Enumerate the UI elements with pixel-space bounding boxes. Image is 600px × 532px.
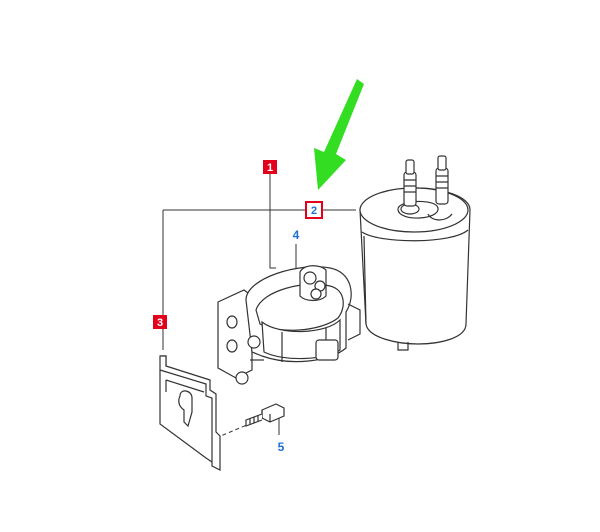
part-number-5[interactable]: 5 — [278, 440, 285, 454]
part-number-4[interactable]: 4 — [293, 228, 300, 242]
callout-2-label: 2 — [311, 205, 317, 217]
clamp-bracket — [217, 265, 361, 385]
green-arrow-icon — [314, 79, 364, 190]
mounting-plate — [159, 355, 221, 471]
callout-1-label: 1 — [267, 162, 273, 174]
callout-3[interactable]: 3 — [153, 315, 167, 329]
callout-3-label: 3 — [157, 317, 163, 329]
callout-2[interactable]: 2 — [305, 201, 323, 219]
callout-2-box — [305, 201, 323, 219]
leader-line-1 — [269, 172, 276, 269]
callout-3-box — [153, 315, 167, 329]
leader-lines — [162, 172, 356, 439]
fuel-filter — [359, 155, 471, 351]
callout-1-box — [263, 160, 277, 174]
leader-line-bolt-axis — [215, 415, 269, 439]
bolt — [245, 403, 285, 427]
callout-1[interactable]: 1 — [263, 160, 277, 174]
